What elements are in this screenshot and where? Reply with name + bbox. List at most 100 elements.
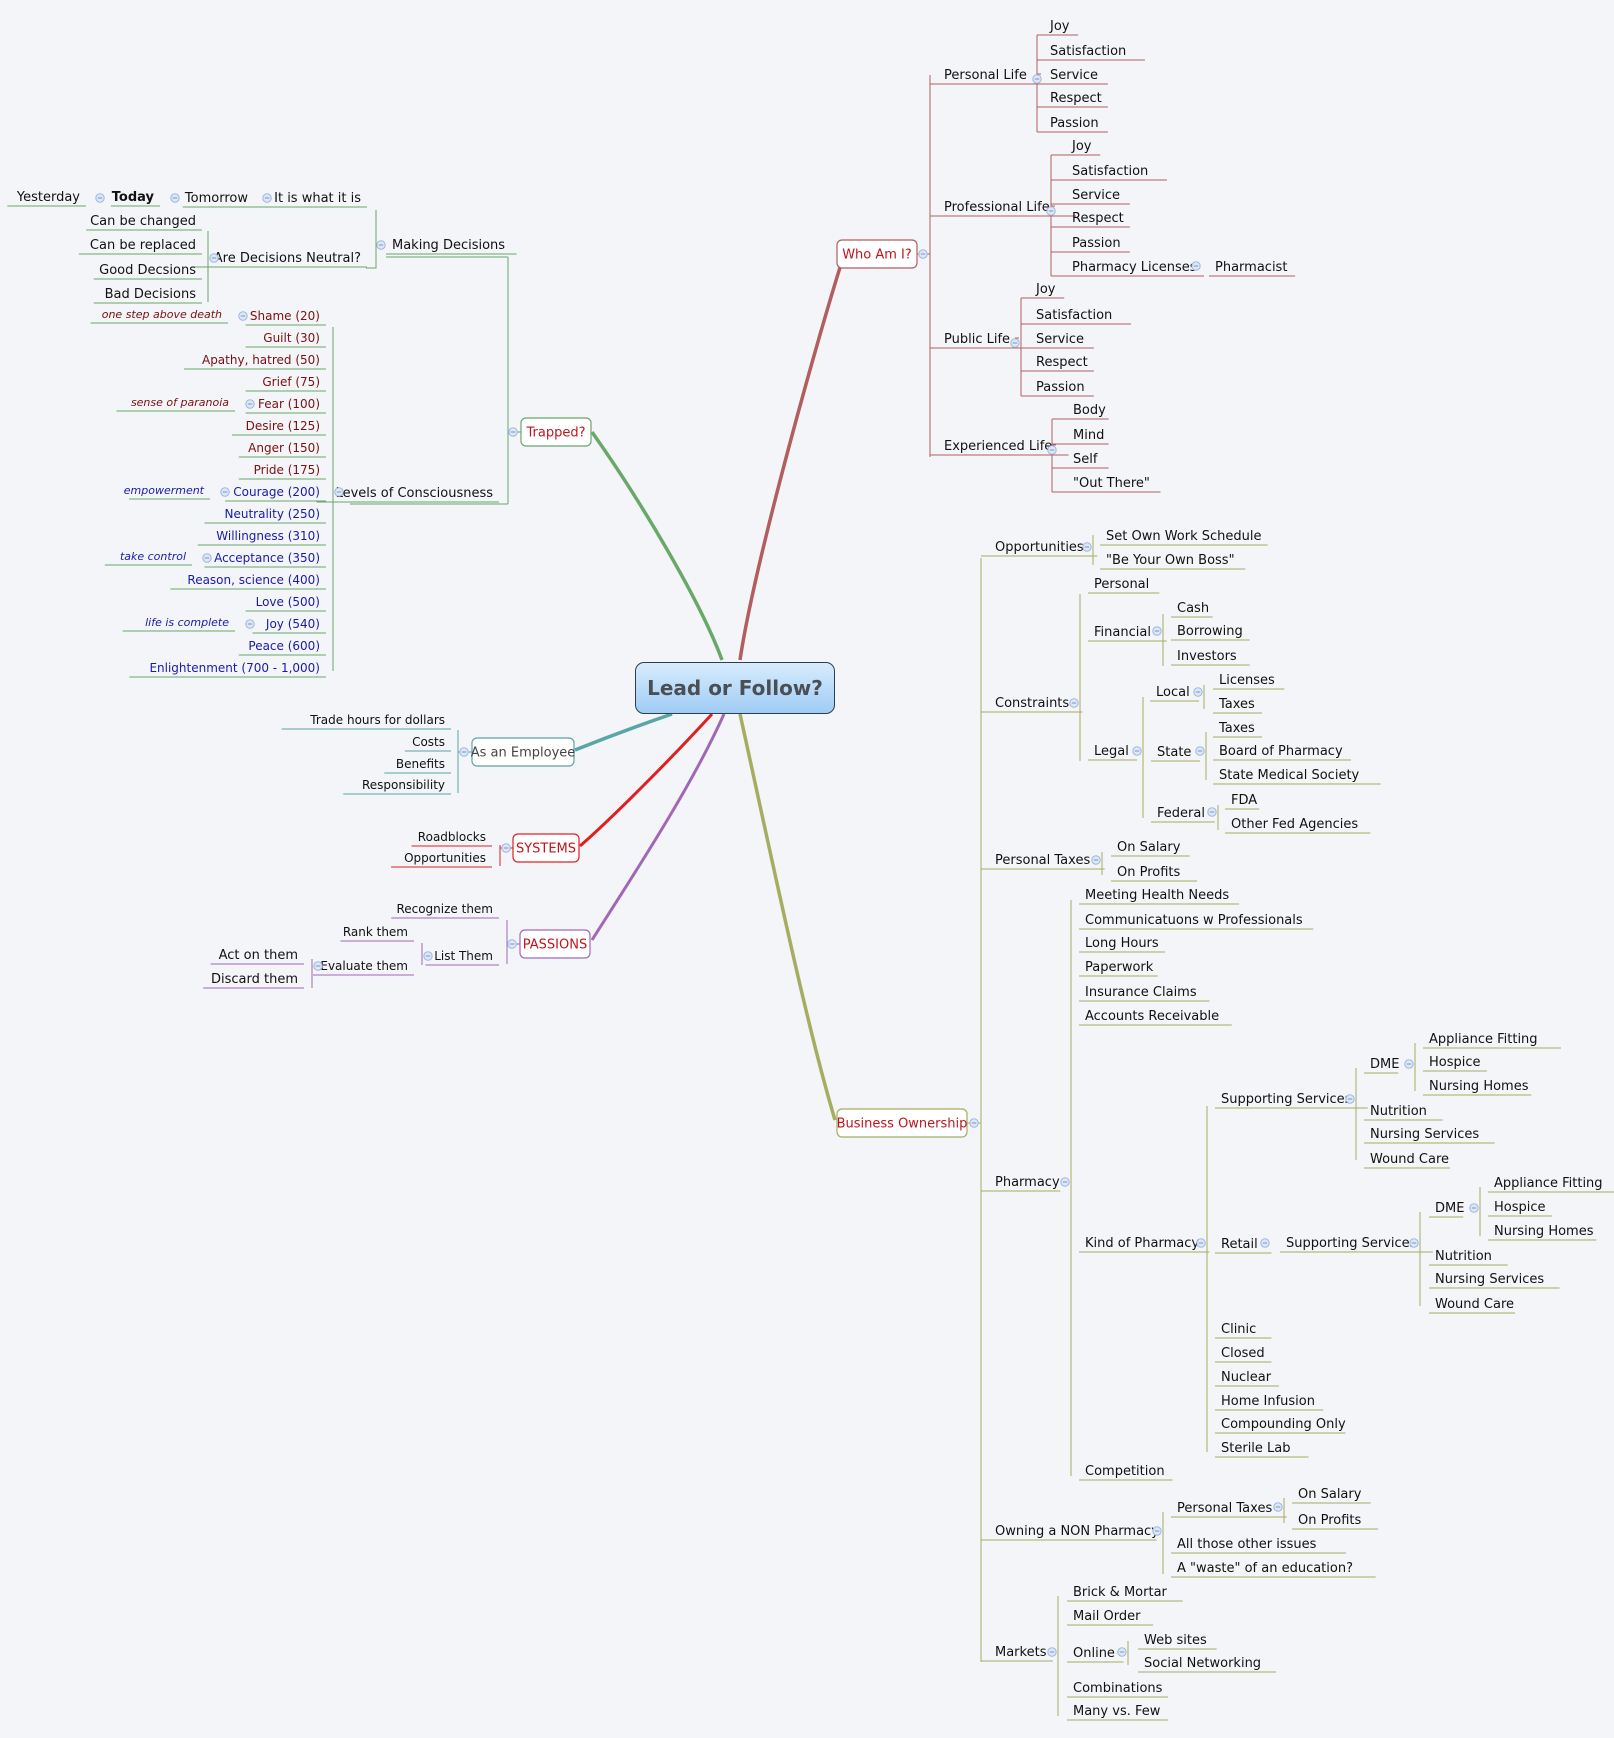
topic-as-an-employee-box[interactable] [471,737,575,767]
collapse-icon[interactable] [209,253,219,263]
node-borrowing[interactable]: Borrowing [1177,624,1243,639]
node-licenses[interactable]: Licenses [1219,673,1275,688]
node-compounding-only[interactable]: Compounding Only [1221,1417,1346,1432]
node-competition[interactable]: Competition [1085,1464,1165,1479]
node-local[interactable]: Local [1156,685,1190,700]
node-mail-order[interactable]: Mail Order [1073,1609,1141,1624]
collapse-icon[interactable] [202,553,212,563]
node-nursing-services[interactable]: Nursing Services [1370,1127,1479,1142]
node-can-be-changed[interactable]: Can be changed [90,214,196,229]
collapse-icon[interactable] [1069,698,1079,708]
node-closed[interactable]: Closed [1221,1346,1265,1361]
node-on-profits[interactable]: On Profits [1117,865,1181,880]
node-respect[interactable]: Respect [1072,211,1124,226]
node-acceptance-350[interactable]: Acceptance (350) [214,551,320,565]
collapse-icon[interactable] [507,939,517,949]
node-sterile-lab[interactable]: Sterile Lab [1221,1441,1291,1456]
node-empowerment[interactable]: empowerment [124,484,205,497]
collapse-icon[interactable] [1260,1238,1270,1248]
node-legal[interactable]: Legal [1094,744,1129,759]
node-dme[interactable]: DME [1370,1057,1399,1072]
node-life-is-complete[interactable]: life is complete [145,616,229,629]
node-passion[interactable]: Passion [1036,380,1085,395]
collapse-icon[interactable] [313,961,323,971]
collapse-icon[interactable] [1152,1526,1162,1536]
node-accounts-receivable[interactable]: Accounts Receivable [1085,1009,1219,1024]
topic-business-ownership[interactable]: Business Ownership [837,1117,968,1132]
node-long-hours[interactable]: Long Hours [1085,936,1159,951]
node-satisfaction[interactable]: Satisfaction [1050,44,1126,59]
node-communicatuons-w-professionals[interactable]: Communicatuons w Professionals [1085,913,1303,928]
node-satisfaction[interactable]: Satisfaction [1072,164,1148,179]
node-taxes[interactable]: Taxes [1218,721,1255,736]
collapse-icon[interactable] [501,843,511,853]
node-pharmacist[interactable]: Pharmacist [1215,260,1287,275]
node-combinations[interactable]: Combinations [1073,1681,1163,1696]
node-personal-taxes[interactable]: Personal Taxes [995,853,1090,868]
node-take-control[interactable]: take control [120,550,186,563]
collapse-icon[interactable] [220,487,230,497]
node-personal[interactable]: Personal [1094,577,1149,592]
node-self[interactable]: Self [1073,452,1098,467]
node-personal-life[interactable]: Personal Life [944,68,1027,83]
node-investors[interactable]: Investors [1177,649,1237,664]
collapse-icon[interactable] [262,193,272,203]
collapse-icon[interactable] [1273,1502,1283,1512]
node-wound-care[interactable]: Wound Care [1370,1152,1449,1167]
node-yesterday[interactable]: Yesterday [16,190,80,205]
node-peace-600[interactable]: Peace (600) [248,639,320,653]
node-respect[interactable]: Respect [1036,355,1088,370]
node-supporting-services[interactable]: Supporting Services [1221,1092,1352,1107]
node-making-decisions[interactable]: Making Decisions [392,238,505,253]
collapse-icon[interactable] [1060,1177,1070,1187]
node-fear-100[interactable]: Fear (100) [258,397,320,411]
collapse-icon[interactable] [1193,687,1203,697]
node-service[interactable]: Service [1072,188,1120,203]
node-desire-125[interactable]: Desire (125) [246,419,320,433]
node-service[interactable]: Service [1036,332,1084,347]
collapse-icon[interactable] [969,1118,979,1128]
topic-systems-box[interactable] [512,833,580,863]
collapse-icon[interactable] [245,399,255,409]
node-nutrition[interactable]: Nutrition [1370,1104,1427,1119]
node-body[interactable]: Body [1073,403,1106,418]
node-state-medical-society[interactable]: State Medical Society [1219,768,1360,783]
node-experienced-life[interactable]: Experienced Life [944,439,1052,454]
node-on-salary[interactable]: On Salary [1117,840,1181,855]
node-hospice[interactable]: Hospice [1494,1200,1546,1215]
collapse-icon[interactable] [1404,1059,1414,1069]
topic-as-an-employee[interactable]: As an Employee [471,746,576,761]
node-on-profits[interactable]: On Profits [1298,1513,1362,1528]
node-web-sites[interactable]: Web sites [1144,1633,1207,1648]
collapse-icon[interactable] [1345,1094,1355,1104]
node-pharmacy[interactable]: Pharmacy [995,1175,1060,1190]
collapse-icon[interactable] [423,951,433,961]
collapse-icon[interactable] [1132,746,1142,756]
collapse-icon[interactable] [459,747,469,757]
node-on-salary[interactable]: On Salary [1298,1487,1362,1502]
node-rank-them[interactable]: Rank them [343,925,408,939]
node-state[interactable]: State [1157,745,1191,760]
node-nuclear[interactable]: Nuclear [1221,1370,1272,1385]
node-list-them[interactable]: List Them [434,949,493,963]
collapse-icon[interactable] [1409,1238,1419,1248]
node-social-networking[interactable]: Social Networking [1144,1656,1261,1671]
node-pharmacy-licenses[interactable]: Pharmacy Licenses [1072,260,1197,275]
node-fda[interactable]: FDA [1231,793,1257,808]
node-grief-75[interactable]: Grief (75) [262,375,320,389]
node-it-is-what-it-is[interactable]: It is what it is [274,191,361,206]
topic-passions-box[interactable] [519,929,591,959]
node-levels-of-consciousness[interactable]: Levels of Consciousness [336,486,494,501]
node-guilt-30[interactable]: Guilt (30) [263,331,320,345]
collapse-icon[interactable] [376,240,386,250]
node-many-vs-few[interactable]: Many vs. Few [1073,1704,1161,1719]
node-financial[interactable]: Financial [1094,625,1151,640]
node-reason-science-400[interactable]: Reason, science (400) [187,573,320,587]
node-set-own-work-schedule[interactable]: Set Own Work Schedule [1106,529,1262,544]
node-federal[interactable]: Federal [1157,806,1205,821]
node-cash[interactable]: Cash [1177,601,1209,616]
collapse-icon[interactable] [1152,626,1162,636]
collapse-icon[interactable] [1047,445,1057,455]
node-enlightenment-700-1-000[interactable]: Enlightenment (700 - 1,000) [149,661,320,675]
node-neutrality-250[interactable]: Neutrality (250) [224,507,320,521]
